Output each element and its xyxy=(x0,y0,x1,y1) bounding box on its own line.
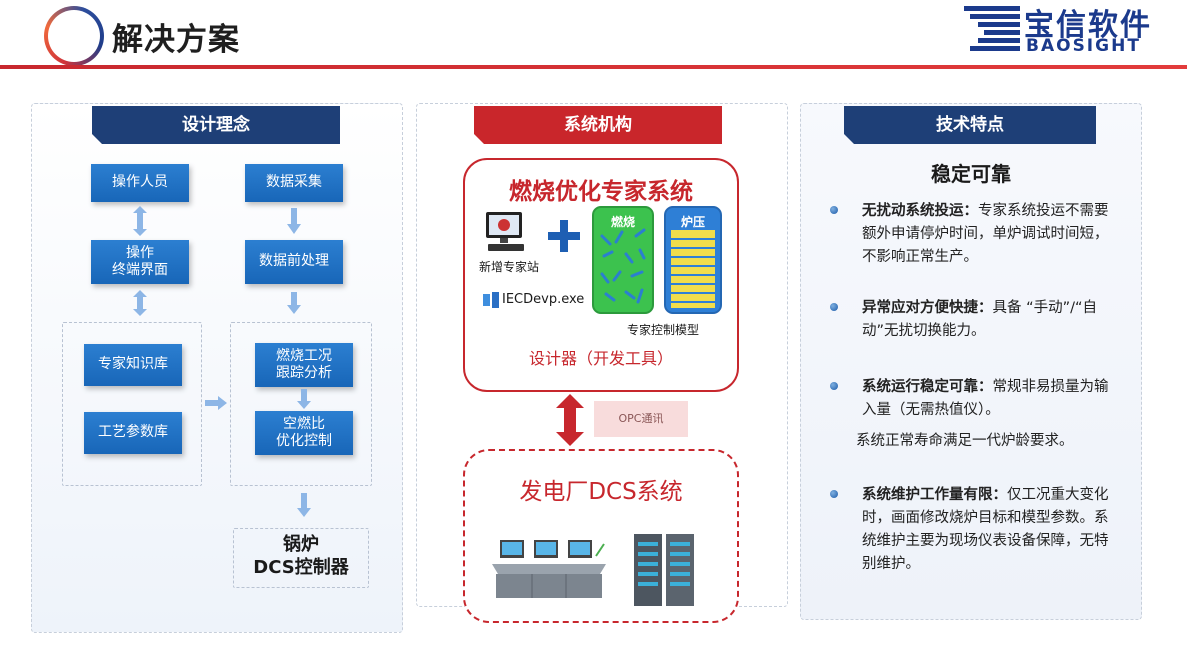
boiler-dcs-label: 锅炉 DCS控制器 xyxy=(253,534,349,578)
brand-name-cn: 宝信软件 xyxy=(1024,8,1152,43)
data-collection-box: 数据采集 xyxy=(245,164,343,202)
header-divider xyxy=(0,65,1187,69)
feature-text: 常规非易损量为输入量（无需热值仪）。 xyxy=(862,379,1109,418)
feature-item: 系统运行稳定可靠：常规非易损量为输入量（无需热值仪）。 xyxy=(862,376,1114,422)
expert-system-title: 燃烧优化专家系统 xyxy=(509,179,693,205)
analysis-group xyxy=(230,322,372,486)
arrow-right-icon xyxy=(205,396,227,410)
model-burn-label: 燃烧 xyxy=(610,215,635,229)
brand-logo-icon xyxy=(964,6,1020,51)
tab-system-structure: 系统机构 xyxy=(474,106,722,144)
operator-box: 操作人员 xyxy=(91,164,189,202)
feature-text: 仅工况重大变化时，画面修改烧炉目标和模型参数。系统维护主要为现场仪表设备保障，无… xyxy=(862,487,1109,572)
process-param-box: 工艺参数库 xyxy=(84,412,182,454)
feature-item: 异常应对方便快捷：具备 “手动”/“自动”无扰切换能力。 xyxy=(862,297,1114,343)
terminal-ui-box: 操作 终端界面 xyxy=(91,240,189,284)
feature-title: 系统维护工作量有限： xyxy=(862,487,1007,503)
tab-tech-features: 技术特点 xyxy=(844,106,1096,144)
arrow-down-icon xyxy=(297,493,311,517)
feature-text: 具备 “手动”/“自动”无扰切换能力。 xyxy=(862,300,1098,339)
knowledge-group xyxy=(62,322,202,486)
app-icon xyxy=(483,292,499,308)
bullet-icon xyxy=(830,206,838,214)
bullet-icon xyxy=(830,382,838,390)
workstation-label: 新增专家站 xyxy=(478,260,539,274)
dcs-title: 发电厂DCS系统 xyxy=(519,479,683,505)
model-pressure-label: 炉压 xyxy=(680,215,705,229)
features-heading: 稳定可靠 xyxy=(931,162,1011,186)
exe-label: IECDevp.exe xyxy=(502,292,585,307)
bullet-icon xyxy=(830,303,838,311)
feature-item: 系统维护工作量有限：仅工况重大变化时，画面修改烧炉目标和模型参数。系统维护主要为… xyxy=(862,484,1114,576)
feature-text: 专家系统投运不需要额外申请停炉时间，单炉调试时间短，不影响正常生产。 xyxy=(862,203,1109,265)
feature-item: 无扰动系统投运：专家系统投运不需要额外申请停炉时间，单炉调试时间短，不影响正常生… xyxy=(862,200,1114,269)
tab-design-concept: 设计理念 xyxy=(92,106,340,144)
arrow-down-icon xyxy=(287,292,301,314)
boiler-dcs-box xyxy=(233,528,369,588)
tech-features-panel xyxy=(800,103,1142,620)
double-arrow-icon xyxy=(556,394,584,446)
feature-title: 系统运行稳定可靠： xyxy=(862,379,993,395)
double-arrow-icon xyxy=(133,206,147,236)
data-preprocess-box: 数据前处理 xyxy=(245,240,343,284)
page-title: 解决方案 xyxy=(112,22,240,58)
feature-title: 异常应对方便快捷： xyxy=(862,300,993,316)
operator-console-icon xyxy=(492,540,606,598)
opc-tag: OPC通讯 xyxy=(594,401,688,437)
designer-label: 设计器（开发工具） xyxy=(528,349,673,368)
model-caption: 专家控制模型 xyxy=(626,323,699,337)
bullet-icon xyxy=(830,490,838,498)
air-fuel-control-box: 空燃比 优化控制 xyxy=(255,411,353,455)
plus-icon xyxy=(548,220,580,252)
arrow-down-icon xyxy=(297,389,311,409)
feature-title: 无扰动系统投运： xyxy=(862,203,978,219)
combustion-analysis-box: 燃烧工况 跟踪分析 xyxy=(255,343,353,387)
brand-name-en: BAOSIGHT xyxy=(1026,36,1141,56)
expert-knowledge-box: 专家知识库 xyxy=(84,344,182,386)
arrow-down-icon xyxy=(287,208,301,234)
pressure-model-icon xyxy=(664,206,722,314)
feature-extra-line: 系统正常寿命满足一代炉龄要求。 xyxy=(856,433,1074,449)
combustion-model-icon xyxy=(592,206,654,314)
server-rack-icon xyxy=(634,534,694,606)
title-ring-icon xyxy=(44,6,104,66)
workstation-icon xyxy=(486,212,524,251)
double-arrow-icon xyxy=(133,290,147,316)
